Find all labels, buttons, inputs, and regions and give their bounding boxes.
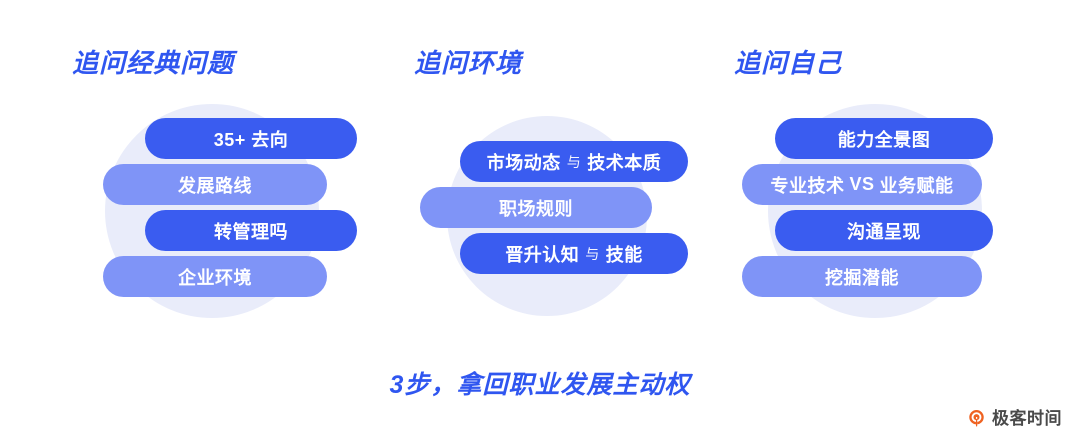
pill-item[interactable]: 专业技术 VS 业务赋能 — [742, 164, 982, 205]
slide-caption: 3步，拿回职业发展主动权 — [389, 371, 691, 399]
column-title: 追问自己 — [734, 48, 843, 78]
pill-item[interactable]: 挖掘潜能 — [742, 256, 982, 297]
column-classic-questions: 追问经典问题 35+ 去向 发展路线 转管理吗 企业环境 — [60, 0, 390, 340]
pill-label: 挖掘潜能 — [825, 267, 899, 288]
pill-label: 沟通呈现 — [847, 221, 921, 242]
pill-label-secondary: 业务赋能 — [879, 175, 954, 196]
pill-item[interactable]: 企业环境 — [103, 256, 327, 297]
column-title: 追问环境 — [414, 48, 523, 78]
geektime-logo-icon — [969, 409, 984, 427]
pill-item[interactable]: 职场规则 — [420, 187, 652, 228]
pill-conjunction: 与 — [585, 245, 600, 262]
pill-versus: VS — [849, 174, 875, 194]
pill-label: 35+ 去向 — [213, 129, 289, 150]
pill-item[interactable]: 能力全景图 — [775, 118, 993, 159]
column-environment: 追问环境 市场动态 与 技术本质 职场规则 晋升认知 与 技能 — [400, 0, 730, 340]
column-title: 追问经典问题 — [72, 48, 235, 78]
pill-label-secondary: 技术本质 — [587, 152, 662, 173]
pill-label: 发展路线 — [178, 175, 252, 196]
pill-item[interactable]: 转管理吗 — [145, 210, 357, 251]
brand-logo-text: 极客时间 — [992, 409, 1062, 428]
pill-item[interactable]: 沟通呈现 — [775, 210, 993, 251]
brand-logo: 极客时间 — [966, 408, 1062, 429]
pill-label: 能力全景图 — [837, 129, 931, 150]
pill-label: 职场规则 — [499, 198, 573, 219]
pill-item[interactable]: 发展路线 — [103, 164, 327, 205]
pill-conjunction: 与 — [566, 153, 582, 170]
pill-item[interactable]: 晋升认知 与 技能 — [460, 233, 688, 274]
pill-label: 企业环境 — [178, 267, 252, 288]
column-self: 追问自己 能力全景图 专业技术 VS 业务赋能 沟通呈现 挖掘潜能 — [720, 0, 1050, 340]
pill-label: 晋升认知 — [505, 244, 580, 265]
pill-label: 转管理吗 — [214, 221, 288, 242]
pill-item[interactable]: 市场动态 与 技术本质 — [460, 141, 688, 182]
pill-label: 专业技术 — [770, 175, 845, 196]
pill-label: 市场动态 — [486, 152, 561, 173]
pill-item[interactable]: 35+ 去向 — [145, 118, 357, 159]
pill-label-secondary: 技能 — [605, 244, 643, 265]
